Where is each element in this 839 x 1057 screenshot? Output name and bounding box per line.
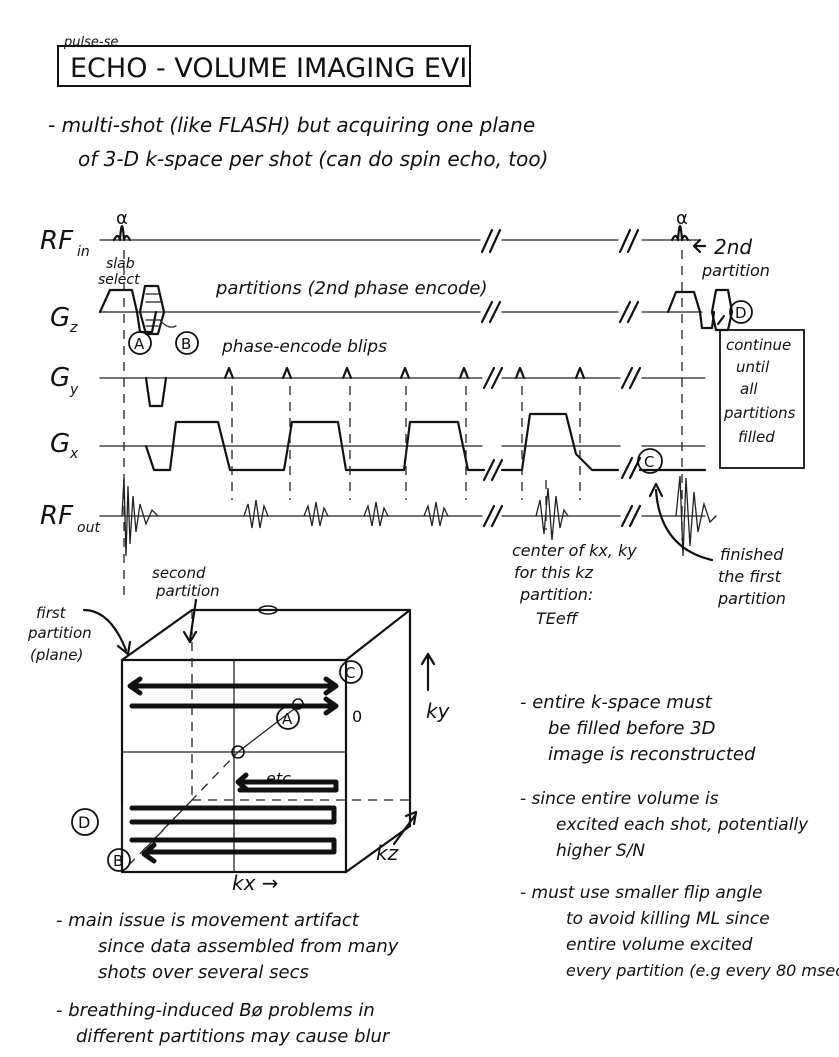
note-right-1-line-1: - entire k-space must — [520, 692, 713, 713]
continue-line-3: all — [740, 380, 758, 398]
intro-line-2: of 3-D k-space per shot (can do spin ech… — [78, 147, 548, 171]
gy-sub: y — [69, 382, 79, 398]
second-partition-word: partition — [701, 261, 770, 280]
gy-waveform — [144, 366, 586, 408]
timing-dashes — [123, 250, 683, 600]
center-line-1: center of kx, ky — [512, 541, 637, 560]
slab-select-line-2: select — [98, 272, 140, 288]
gx-waveform — [144, 412, 707, 472]
continue-line-1: continue — [726, 336, 791, 354]
rf-in-label: RF — [40, 226, 74, 256]
kspace-cube — [120, 605, 412, 874]
kz-arrow-icon — [392, 810, 418, 846]
notes-right: - entire k-space must be filled before 3… — [520, 692, 839, 980]
continue-line-5: filled — [738, 428, 775, 446]
note-left-2-line-2: different partitions may cause blur — [76, 1026, 391, 1047]
finished-line-2: the first — [718, 567, 782, 586]
continue-pointer — [716, 314, 726, 326]
gx-label: G — [50, 429, 70, 459]
gz-sub: z — [69, 320, 78, 336]
finished-line-3: partition — [717, 589, 786, 608]
note-right-3-line-2: to avoid killing ML since — [566, 909, 770, 929]
rf-out-echoes — [121, 475, 717, 557]
etc-label: etc — [266, 769, 291, 788]
alpha-1: α — [116, 208, 128, 229]
phase-encode-blips-label: phase-encode blips — [221, 337, 387, 357]
second-partition-label-2: partition — [155, 582, 220, 600]
marker-d-cube: D — [71, 808, 99, 836]
note-right-2-line-1: - since entire volume is — [520, 789, 719, 809]
row-labels: RF in G z G y G x RF out — [40, 226, 100, 536]
notes-left: - main issue is movement artifact since … — [56, 910, 399, 1047]
note-right-1-line-2: be filled before 3D — [548, 718, 715, 739]
alpha-2: α — [676, 208, 688, 229]
svg-text:B: B — [181, 335, 191, 353]
rf-in-sub: in — [77, 244, 90, 260]
first-partition-label-2: partition — [27, 624, 92, 642]
gz-label: G — [50, 303, 70, 333]
finished-arrow-icon — [648, 482, 714, 562]
svg-text:A: A — [134, 335, 145, 353]
slab-select-line-1: slab — [106, 256, 135, 272]
note-left-1-line-2: since data assembled from many — [98, 936, 399, 957]
break-marks — [480, 228, 642, 528]
svg-text:C: C — [644, 453, 654, 471]
marker-a-sequence: A — [128, 331, 152, 355]
note-right-3-line-4: every partition (e.g every 80 msec) — [566, 961, 839, 980]
marker-b-cube: B — [107, 848, 131, 872]
kx-label: kx → — [232, 871, 279, 895]
svg-text:D: D — [735, 304, 747, 322]
note-right-2-line-3: higher S/N — [556, 841, 645, 861]
svg-text:C: C — [345, 664, 355, 682]
ky-arrow-icon — [420, 652, 436, 692]
rf-pulse-2 — [670, 224, 690, 242]
note-right-3-line-3: entire volume excited — [566, 935, 753, 955]
svg-text:A: A — [282, 710, 293, 728]
arrow-second-partition-icon — [692, 238, 707, 254]
second-partition-num: 2nd — [714, 235, 752, 259]
marker-c-cube: C — [339, 660, 363, 684]
note-left-1-line-1: - main issue is movement artifact — [56, 910, 360, 931]
center-line-2: for this kz — [514, 563, 594, 582]
partitions-label: partitions (2nd phase encode) — [215, 278, 487, 299]
note-left-2-line-1: - breathing-induced Bø problems in — [56, 1000, 375, 1021]
first-partition-label-3: (plane) — [30, 646, 83, 664]
svg-text:B: B — [113, 852, 123, 870]
center-line-4: TEeff — [536, 609, 580, 628]
center-line-3: partition: — [519, 585, 593, 604]
continue-line-4: partitions — [723, 404, 796, 422]
marker-a-cube: A — [276, 706, 300, 730]
svg-text:D: D — [78, 813, 90, 832]
rf-out-sub: out — [77, 520, 100, 536]
finished-line-1: finished — [720, 545, 784, 564]
continue-box — [719, 329, 805, 469]
zero-label: 0 — [352, 707, 362, 726]
gx-sub: x — [69, 446, 79, 462]
kz-label: kz — [376, 841, 399, 865]
rf-out-label: RF — [40, 501, 74, 531]
continue-line-2: until — [736, 358, 770, 376]
intro-line-1: - multi-shot (like FLASH) but acquiring … — [48, 113, 535, 137]
rf-pulse-1 — [112, 224, 132, 242]
first-partition-label-1: first — [36, 604, 67, 622]
marker-d-sequence: D — [729, 300, 753, 324]
note-right-1-line-3: image is reconstructed — [548, 744, 756, 765]
header-tag: pulse-se — [63, 35, 118, 50]
page-title: ECHO - VOLUME IMAGING EVI — [70, 53, 467, 84]
first-partition-arrow-icon — [82, 608, 132, 656]
ky-label: ky — [426, 699, 451, 723]
note-left-1-line-3: shots over several secs — [98, 962, 309, 983]
gy-label: G — [50, 363, 70, 393]
second-partition-label-1: second — [152, 564, 206, 582]
note-right-3-line-1: - must use smaller flip angle — [520, 883, 763, 903]
marker-c-sequence: C — [637, 448, 663, 474]
gz-waveform — [98, 284, 734, 336]
marker-b-sequence: B — [175, 331, 199, 355]
second-partition-arrow-icon — [182, 598, 198, 644]
note-right-2-line-2: excited each shot, potentially — [556, 815, 809, 835]
title-box — [57, 45, 471, 87]
